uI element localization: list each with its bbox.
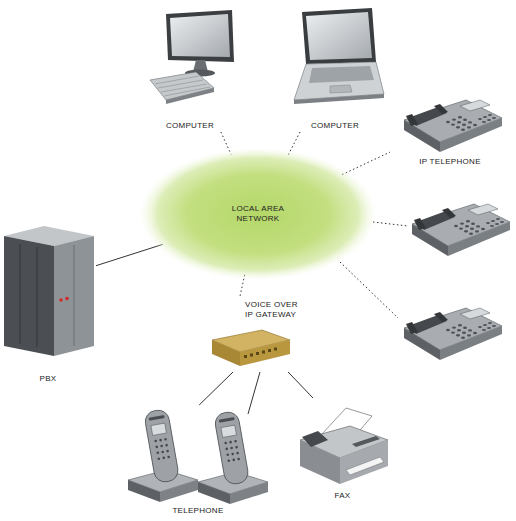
monitor-screen xyxy=(170,14,230,57)
laptop-edge xyxy=(294,94,384,104)
device-label: COMPUTER xyxy=(311,121,359,131)
phone-cable xyxy=(199,372,233,405)
keyboard xyxy=(150,72,214,100)
laptop-screen xyxy=(306,12,372,60)
gateway-side xyxy=(212,340,240,366)
phone-cable xyxy=(248,372,260,414)
fax-front xyxy=(340,440,388,484)
fax-tray xyxy=(346,457,384,475)
device-label: TELEPHONE xyxy=(172,506,223,516)
device-label: VOICE OVER IP GATEWAY xyxy=(245,300,305,320)
laptop-base xyxy=(294,62,384,100)
fax-handset xyxy=(302,431,328,447)
laptop-computer xyxy=(294,8,384,104)
pbx-led xyxy=(59,298,63,302)
network-link xyxy=(342,152,390,175)
computer-node: COMPUTER xyxy=(140,8,240,132)
cordless-phone xyxy=(128,408,198,502)
pbx-side xyxy=(4,236,54,356)
desktop-computer xyxy=(150,10,234,104)
phone-cable xyxy=(288,372,313,398)
keyboard-edge xyxy=(166,88,214,104)
gateway-node: VOICE OVER IP GATEWAY xyxy=(205,298,311,372)
pbx-front xyxy=(54,236,94,356)
keyboard-keys xyxy=(155,76,210,96)
pbx-slits xyxy=(20,244,37,347)
cordless-phone xyxy=(198,410,268,504)
monitor-frame xyxy=(166,10,234,62)
network-link xyxy=(340,262,398,318)
device-label: LOCAL AREA NETWORK xyxy=(218,204,298,224)
pbx-node: PBX xyxy=(0,225,96,385)
device-label: IP TELEPHONE xyxy=(419,157,481,167)
pbx-door-line xyxy=(74,245,75,346)
gateway-front xyxy=(240,340,290,366)
pbx-led xyxy=(65,297,69,301)
ip-phone xyxy=(404,100,502,152)
pbx-tower xyxy=(4,226,94,356)
laptop-touchpad xyxy=(330,85,352,93)
device-label: COMPUTER xyxy=(166,121,214,131)
device-label: PBX xyxy=(40,374,57,384)
fax-node: FAX xyxy=(295,398,390,502)
ip-phone xyxy=(412,204,510,256)
network-cloud: LOCAL AREA NETWORK xyxy=(140,148,376,280)
network-link xyxy=(373,222,408,226)
telephone-node: TELEPHONE xyxy=(118,405,278,517)
ip-phone xyxy=(404,308,502,360)
fax-machine xyxy=(300,408,388,484)
cloud-fill xyxy=(140,148,376,280)
laptop-node: COMPUTER xyxy=(285,8,385,132)
fax-panel xyxy=(352,436,380,447)
laptop-lid xyxy=(302,8,376,64)
ip-phone-node: IP TELEPHONE xyxy=(390,88,510,168)
laptop-keyboard xyxy=(309,66,374,83)
gateway-device xyxy=(212,330,290,366)
pbx-trunk xyxy=(96,244,163,265)
fax-side xyxy=(300,440,340,484)
gateway-ports xyxy=(244,348,277,359)
device-label: FAX xyxy=(334,491,350,501)
